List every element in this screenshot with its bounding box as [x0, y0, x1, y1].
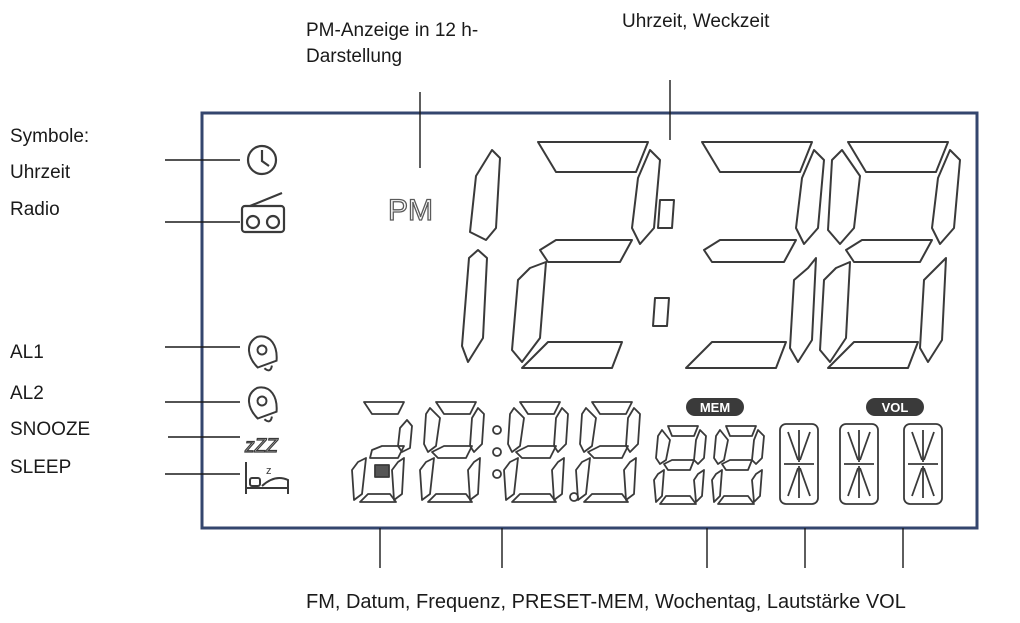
main-time-digits	[461, 141, 961, 369]
colon-dots	[652, 199, 675, 327]
label-radio: Radio	[10, 199, 60, 220]
weekday-segments-2	[839, 423, 879, 505]
weekday-segments-3	[903, 423, 943, 505]
svg-text:VOL: VOL	[882, 400, 909, 415]
label-pm-indicator: PM-Anzeige in 12 h-Darstellung	[306, 20, 479, 67]
vol-tag: VOL	[866, 398, 924, 416]
label-time-alarm: Uhrzeit, Weckzeit	[622, 11, 770, 32]
label-sleep: SLEEP	[10, 457, 72, 478]
digit-2	[511, 141, 661, 369]
bell-1-icon	[248, 335, 278, 372]
clock-icon	[246, 144, 278, 176]
label-al1: AL1	[10, 342, 44, 363]
mem-tag: MEM	[686, 398, 744, 416]
leader-lines	[165, 80, 904, 568]
mem-digit-1	[653, 425, 707, 505]
label-symbols-heading: Symbole:	[10, 126, 90, 147]
mem-digit-2	[711, 425, 765, 505]
small-digit-2	[419, 401, 485, 503]
weekday-segments-1	[779, 423, 819, 505]
digit-8	[819, 141, 961, 369]
pm-indicator: PM	[388, 194, 433, 227]
small-colon	[492, 425, 502, 479]
bell-2-icon	[248, 386, 278, 423]
radio-icon	[240, 191, 286, 234]
sleep-bed-icon: z	[245, 462, 289, 494]
small-digit-1	[351, 401, 413, 503]
small-digit-4	[575, 401, 641, 503]
digit-1	[461, 149, 501, 363]
snooze-icon: zZZ	[244, 436, 279, 457]
label-al2: AL2	[10, 383, 44, 404]
svg-text:z: z	[266, 465, 272, 477]
small-digit-row	[351, 401, 943, 505]
label-bottom-legend: FM, Datum, Frequenz, PRESET-MEM, Wochent…	[306, 591, 906, 613]
label-clock: Uhrzeit	[10, 162, 71, 183]
lcd-frame	[200, 111, 979, 530]
svg-text:MEM: MEM	[700, 400, 730, 415]
digit-3	[685, 141, 825, 369]
small-digit-3	[503, 401, 579, 503]
label-snooze: SNOOZE	[10, 419, 91, 440]
